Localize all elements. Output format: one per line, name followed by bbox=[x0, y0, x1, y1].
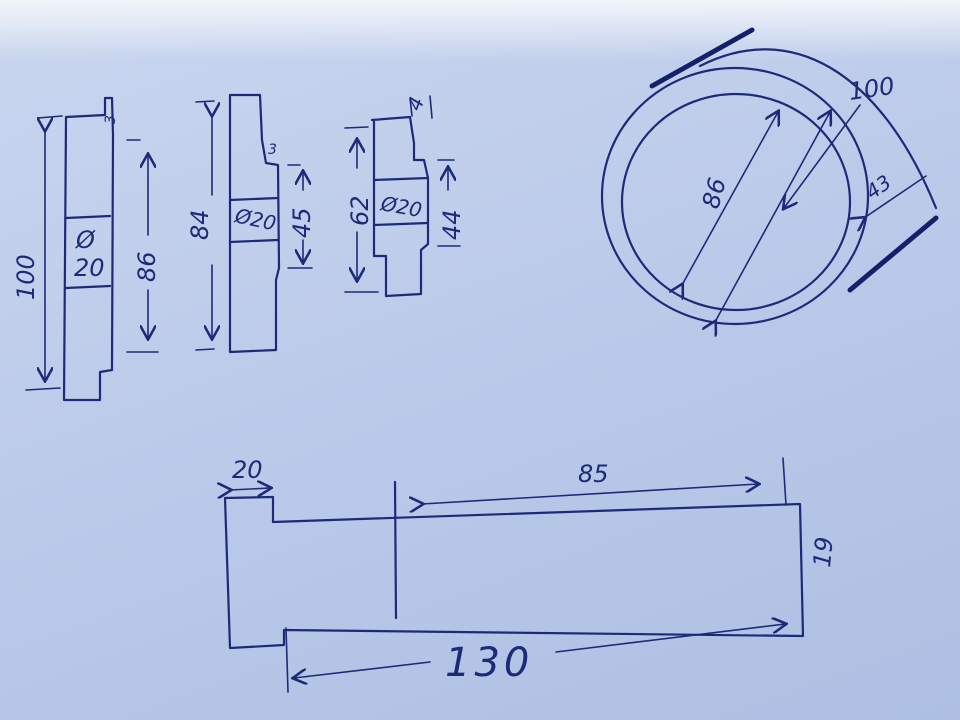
ring-outer-dim-arc bbox=[698, 48, 938, 210]
part-1-label-dia-value: 20 bbox=[74, 254, 105, 282]
shaft-label-height: 19 bbox=[808, 536, 839, 569]
part-3-bore-top bbox=[372, 176, 430, 182]
part-3-ext-step-left bbox=[409, 97, 413, 117]
shaft-label-tail: 85 bbox=[578, 460, 609, 488]
part-2-outline bbox=[228, 93, 281, 354]
ring-label-outer: 100 bbox=[847, 72, 896, 106]
ring-sketch: 100 86 43 bbox=[600, 27, 939, 324]
ring-inner-dim-line bbox=[682, 112, 778, 285]
part-1-sketch: 100 3 86 Ø 20 bbox=[12, 96, 161, 402]
part-1-outline bbox=[62, 96, 115, 402]
part-1-label-step: 3 bbox=[103, 115, 119, 124]
shaft-sketch: 20 85 130 19 bbox=[223, 456, 839, 693]
ring-tangent-bottom bbox=[847, 215, 939, 293]
part-2-label-inner: 45 bbox=[288, 207, 316, 238]
part-1-ext-top bbox=[37, 115, 63, 119]
ring-outer-leader bbox=[784, 104, 861, 208]
part-3-ext-top bbox=[344, 126, 369, 129]
part-2-sketch: 84 3 45 Ø20 bbox=[186, 93, 316, 354]
ring-inner-circle bbox=[620, 92, 852, 312]
shaft-dim-total-left bbox=[294, 661, 431, 678]
ring-tangent-top bbox=[649, 27, 755, 89]
part-3-label-step: 4 bbox=[402, 94, 429, 114]
part-3-ext-step-right bbox=[429, 95, 433, 119]
shaft-label-head: 20 bbox=[232, 456, 263, 484]
part-2-bore-top bbox=[228, 196, 280, 202]
part-1-ext-bottom bbox=[25, 387, 61, 391]
part-3-label-inner: 44 bbox=[438, 209, 466, 240]
shaft-dim-tail bbox=[422, 484, 758, 504]
shaft-label-total: 130 bbox=[445, 640, 533, 686]
part-2-bore-bottom bbox=[228, 238, 280, 244]
shaft-ext-right bbox=[782, 457, 787, 506]
part-2-label-total: 84 bbox=[186, 209, 214, 240]
part-1-bore-bottom bbox=[64, 284, 112, 290]
ring-outer-dim-line bbox=[715, 112, 830, 322]
part-1-label-inner: 86 bbox=[133, 251, 161, 282]
part-3-label-dia: Ø20 bbox=[378, 191, 424, 222]
shaft-section-line bbox=[393, 480, 398, 620]
part-3-sketch: 62 4 44 Ø20 bbox=[344, 94, 466, 298]
part-3-bore-bottom bbox=[372, 221, 430, 227]
shaft-ext-left-bottom bbox=[285, 627, 289, 693]
part-2-ext-bottom bbox=[195, 348, 215, 351]
shaft-dim-total-right bbox=[555, 624, 785, 653]
part-1-bore-top bbox=[64, 214, 112, 220]
part-3-label-total: 62 bbox=[346, 195, 374, 226]
part-1-label-dia-symbol: Ø bbox=[75, 226, 96, 254]
part-2-label-step: 3 bbox=[268, 142, 277, 158]
ring-width-dim bbox=[864, 175, 927, 218]
shaft-outline bbox=[223, 495, 805, 650]
part-2-label-dia: Ø20 bbox=[232, 203, 278, 235]
part-1-label-total: 100 bbox=[12, 254, 40, 300]
part-2-ext-top bbox=[195, 100, 215, 103]
part-3-outline bbox=[370, 115, 430, 298]
shaft-dim-head bbox=[230, 488, 270, 490]
